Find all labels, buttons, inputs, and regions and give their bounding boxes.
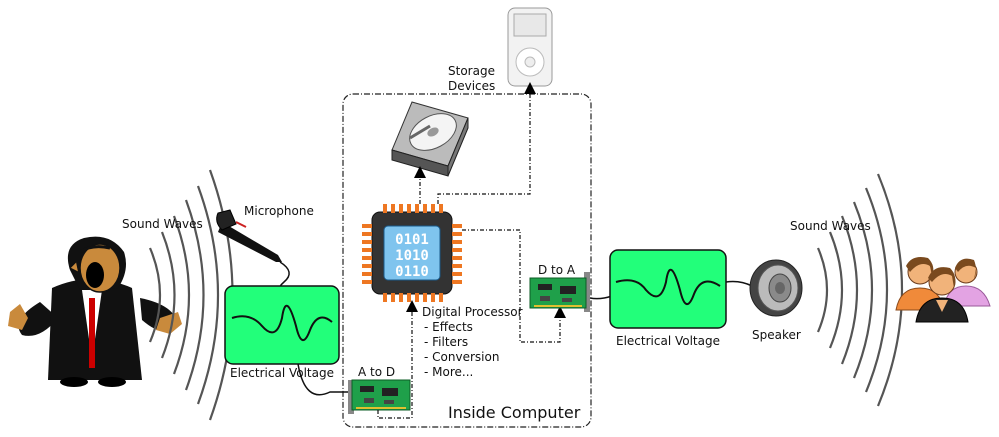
speaker-icon [749, 259, 803, 317]
electrical-voltage-right-label: Electrical Voltage [616, 334, 720, 348]
sound-wave-icon [148, 169, 234, 421]
sound-wave-icon-right [816, 173, 904, 407]
hard-drive-icon [391, 101, 469, 177]
digital-processor-item-conversion: - Conversion [424, 350, 499, 364]
chip-bits-row-1: 0101 [395, 232, 429, 248]
digital-processor-title: Digital Processor [422, 305, 523, 319]
sound-waves-right-label: Sound Waves [790, 219, 871, 233]
d-to-a-label: D to A [538, 263, 576, 277]
speaker-label: Speaker [752, 328, 801, 342]
media-player-icon [507, 7, 553, 87]
electrical-voltage-left-label: Electrical Voltage [230, 366, 334, 380]
storage-devices-label-line1: Storage [448, 64, 495, 78]
inside-computer-label: Inside Computer [448, 403, 581, 422]
audience-icon [895, 257, 991, 323]
dac-to-voltage-cable [589, 295, 613, 300]
chip-bits-row-2: 1010 [395, 248, 429, 264]
inside-computer-box [342, 93, 592, 428]
processor-chip-icon: 0101 1010 0110 [362, 204, 462, 302]
electrical-voltage-panel-right [609, 249, 727, 329]
digital-processor-item-filters: - Filters [424, 335, 468, 349]
voltage-to-adc-cable [297, 363, 350, 396]
microphone-label: Microphone [244, 204, 314, 218]
chip-bits-row-3: 0110 [395, 264, 429, 280]
circuit-card-icon-dac [529, 272, 590, 312]
sound-waves-left-label: Sound Waves [122, 217, 203, 231]
circuit-card-icon [348, 379, 411, 414]
signal-flow-arrows [377, 82, 566, 419]
storage-devices-label-line2: Devices [448, 79, 495, 93]
digital-processor-item-more: - More... [424, 365, 473, 379]
singer-icon [8, 236, 182, 387]
electrical-voltage-panel-left [224, 285, 340, 365]
digital-processor-item-effects: - Effects [424, 320, 473, 334]
a-to-d-label: A to D [358, 365, 395, 379]
voltage-to-speaker-cable [725, 280, 753, 287]
